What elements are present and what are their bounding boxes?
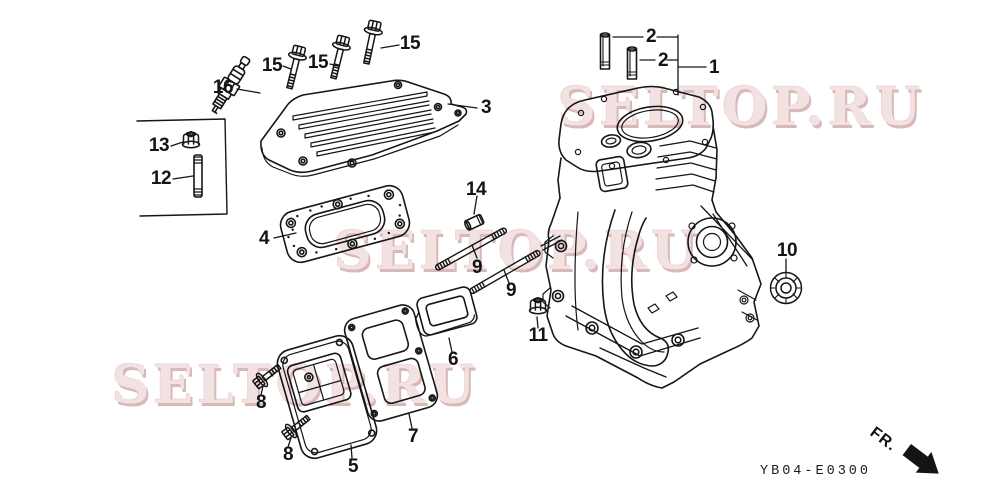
hardware-box: [136, 118, 228, 217]
callout-3: 3: [480, 97, 492, 118]
spark-plug-drawing: [211, 55, 251, 115]
diagram-code: YB04-E0300: [760, 464, 872, 479]
callout-10: 10: [776, 240, 798, 261]
callout-12: 12: [150, 168, 172, 189]
oil-seal-drawing: [769, 271, 803, 305]
callout-7: 7: [407, 426, 419, 447]
callout-15-a: 15: [261, 55, 283, 76]
bolt-15-b: [323, 33, 354, 82]
leader-lines: [170, 34, 787, 459]
callout-15-b: 15: [307, 52, 329, 73]
dowel-pin-2-a: [599, 32, 611, 70]
callout-13: 13: [148, 135, 170, 156]
flange-nut-13: [181, 131, 201, 149]
callout-9-a: 9: [471, 257, 483, 278]
callout-1: 1: [708, 57, 720, 78]
callout-6: 6: [447, 349, 459, 370]
callout-11: 11: [528, 325, 548, 346]
stud-12: [193, 154, 203, 198]
dowel-pin-2-b: [626, 46, 638, 80]
callout-15-c: 15: [399, 33, 421, 54]
callout-16: 16: [212, 77, 234, 98]
head-gasket-drawing: [279, 184, 411, 264]
callout-8-a: 8: [255, 392, 267, 413]
head-cover-drawing: [260, 79, 468, 177]
callout-5: 5: [347, 456, 359, 477]
breather-cover-drawing: [276, 334, 378, 460]
callout-2-a: 2: [645, 26, 657, 47]
insulator-6-drawing: [414, 286, 478, 337]
callout-4: 4: [258, 228, 270, 249]
breather-gasket-drawing: [343, 304, 439, 422]
dowel-pin-14: [464, 213, 485, 231]
callout-2-b: 2: [657, 50, 669, 71]
callout-9-b: 9: [505, 280, 517, 301]
fr-arrow-icon: [902, 444, 939, 474]
cylinder-barrel-drawing: [542, 85, 762, 389]
callout-8-b: 8: [282, 444, 294, 465]
flange-nut-11: [528, 296, 548, 315]
bolt-15-c: [356, 18, 385, 67]
bolt-8-a: [249, 359, 286, 393]
callout-14: 14: [465, 179, 487, 200]
